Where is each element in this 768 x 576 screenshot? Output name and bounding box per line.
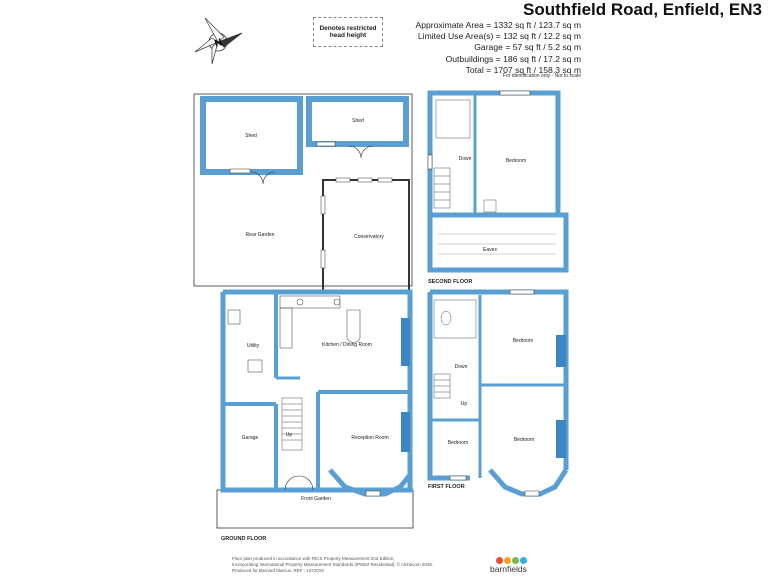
brand-name: barnfields [490, 564, 527, 574]
label-down-first: Down [455, 364, 468, 370]
label-rear-garden: Rear Garden [246, 232, 275, 238]
restricted-legend-line-1: Denotes restricted [319, 25, 377, 32]
label-up-ground: Up [286, 432, 293, 438]
brand-dot-blue [520, 557, 527, 564]
label-kitchen: Kitchen / Dining Room [322, 342, 372, 348]
brand-dots-icon [496, 557, 550, 564]
label-shed-left: Shed [245, 133, 257, 139]
area-line-outbuildings: Outbuildings = 186 sq ft / 17.2 sq m [445, 53, 581, 64]
second-floor-stairs [433, 99, 497, 213]
label-front-garden: Front Garden [301, 496, 331, 502]
label-bedroom-first-small: Bedroom [448, 440, 468, 446]
kitchen-fittings [227, 295, 361, 373]
label-garage: Garage [242, 435, 259, 441]
floor-label-ground: GROUND FLOOR [221, 536, 266, 542]
first-floor-bathroom [433, 299, 477, 399]
area-line-limited: Limited Use Area(s) = 132 sq ft / 12.2 s… [417, 31, 581, 42]
restricted-height-legend: Denotes restricted head height [313, 17, 383, 47]
first-floor-walls [427, 289, 569, 497]
area-line-garage: Garage = 57 sq ft / 5.2 sq m [474, 42, 581, 53]
shed-left [200, 96, 303, 185]
ground-stairs [281, 397, 303, 451]
compass-letter: N [213, 37, 224, 50]
reception-bay-window [328, 468, 412, 497]
label-eaves: Eaves [483, 247, 497, 253]
rear-garden-boundary [193, 93, 413, 287]
label-bedroom-first-top: Bedroom [513, 338, 533, 344]
label-bedroom-first-front: Bedroom [514, 437, 534, 443]
eaves-hatch [438, 233, 556, 255]
floor-label-first: FIRST FLOOR [428, 484, 465, 490]
footer-line-3: Produced for Barnard Marcus. REF : 13720… [232, 567, 324, 573]
conservatory-walls [320, 177, 410, 292]
area-line-approximate: Approximate Area = 1332 sq ft / 123.7 sq… [415, 20, 581, 30]
footer-line-2: Incorporating International Property Mea… [232, 561, 434, 567]
brand-dot-green [512, 557, 519, 564]
brand-dot-orange [504, 557, 511, 564]
label-down-second: Down [459, 156, 472, 162]
label-shed-right: Shed [352, 118, 364, 124]
label-utility: Utility [247, 343, 260, 349]
brand-dot-red [496, 557, 503, 564]
area-line-total: Total = 1707 sq ft / 158.3 sq m [465, 64, 581, 75]
label-up-first: Up [461, 401, 468, 407]
brand-logo: barnfields [490, 557, 550, 574]
footer-disclaimer: Floor plan produced in accordance with R… [232, 556, 472, 573]
label-conservatory: Conservatory [354, 234, 384, 240]
front-door-swing [284, 475, 314, 491]
compass-icon: N [194, 17, 243, 65]
label-reception: Reception Room [351, 435, 388, 441]
second-floor-walls [427, 90, 569, 273]
identification-note: For identification only - Not to scale [502, 73, 581, 79]
property-title: Southfield Road, Enfield, EN3 [523, 0, 762, 19]
label-bedroom-second: Bedroom [506, 158, 526, 164]
ground-floor-walls [220, 289, 413, 493]
area-summary: Approximate Area = 1332 sq ft / 123.7 sq… [400, 20, 581, 76]
footer-line-1: Floor plan produced in accordance with R… [232, 556, 395, 561]
floor-label-second: SECOND FLOOR [428, 279, 472, 285]
shed-right [306, 96, 409, 159]
restricted-legend-line-2: head height [329, 32, 367, 39]
